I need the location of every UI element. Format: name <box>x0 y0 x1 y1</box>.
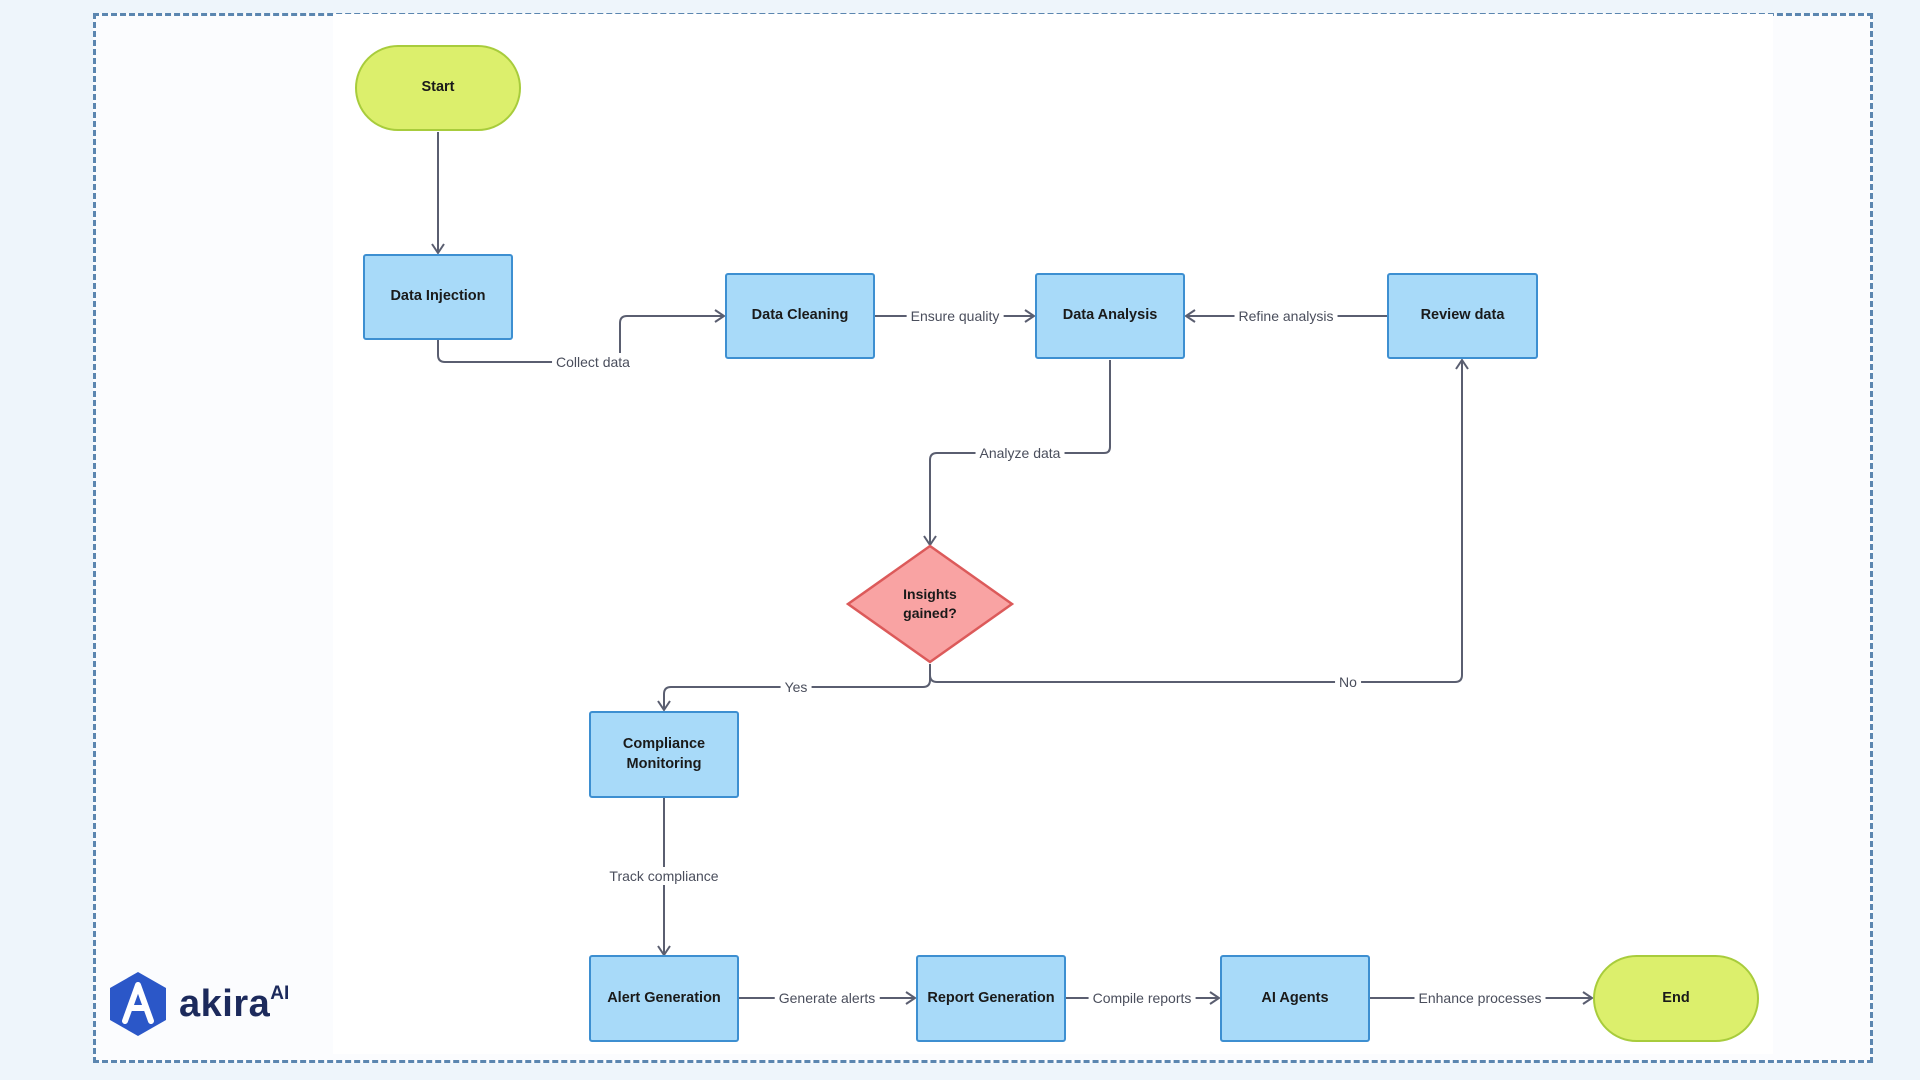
edge-label-enhance-processes: Enhance processes <box>1414 989 1546 1007</box>
diagram-canvas <box>333 14 1773 1054</box>
logo-wordmark: akira <box>179 982 271 1025</box>
data-cleaning-node[interactable]: Data Cleaning <box>725 273 875 359</box>
edge-label-refine-analysis: Refine analysis <box>1234 307 1338 325</box>
edge-label-analyze-data: Analyze data <box>975 444 1065 462</box>
decision-label: Insights gained? <box>903 586 957 621</box>
decision-diamond[interactable] <box>845 544 1015 664</box>
edge-label-ensure-quality: Ensure quality <box>906 307 1004 325</box>
report-generation-node[interactable]: Report Generation <box>916 955 1066 1042</box>
edge-no <box>929 358 1469 683</box>
alert-generation-node[interactable]: Alert Generation <box>589 955 739 1042</box>
end-node[interactable]: End <box>1593 955 1759 1042</box>
edge-label-track-compliance: Track compliance <box>605 867 723 885</box>
edge-label-yes: Yes <box>780 678 812 696</box>
review-data-node[interactable]: Review data <box>1387 273 1538 359</box>
data-injection-node[interactable]: Data Injection <box>363 254 513 340</box>
logo-ai-superscript: AI <box>270 983 290 1004</box>
start-node[interactable]: Start <box>355 45 521 131</box>
edge-label-collect-data: Collect data <box>552 353 634 371</box>
edge-label-no: No <box>1335 673 1361 691</box>
ai-agents-node[interactable]: AI Agents <box>1220 955 1370 1042</box>
edge-label-compile-reports: Compile reports <box>1088 989 1196 1007</box>
compliance-monitoring-node[interactable]: Compliance Monitoring <box>589 711 739 798</box>
edge-label-generate-alerts: Generate alerts <box>774 989 880 1007</box>
akira-logo-icon <box>110 972 166 1036</box>
data-analysis-node[interactable]: Data Analysis <box>1035 273 1185 359</box>
